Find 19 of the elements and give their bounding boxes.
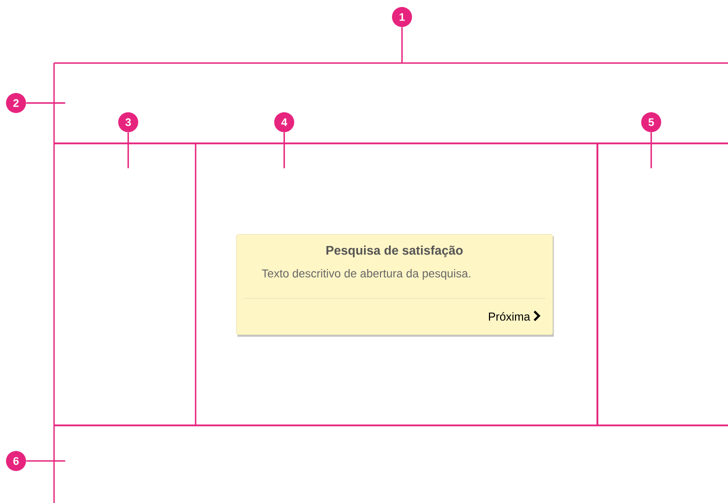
leader-line [284,132,285,168]
callout-number: 4 [274,112,294,132]
leader-line [401,27,403,63]
callout-number: 2 [6,93,26,113]
callout-number: 5 [641,112,662,132]
layout-region [596,142,728,426]
card-title: Pesquisa de satisfação [326,246,463,258]
callout-number: 6 [6,450,26,471]
layout-region [53,62,728,503]
layout-region [54,142,196,426]
leader-line [128,132,129,168]
callout-number: 3 [118,112,138,132]
card [236,234,554,337]
leader-line [26,460,66,462]
leader-line [26,102,66,104]
callout-number: 1 [392,7,412,27]
next-link: Próxima [488,312,530,321]
card-text: Texto descritivo de abertura da pesquisa. [262,269,470,280]
leader-line [650,132,652,168]
